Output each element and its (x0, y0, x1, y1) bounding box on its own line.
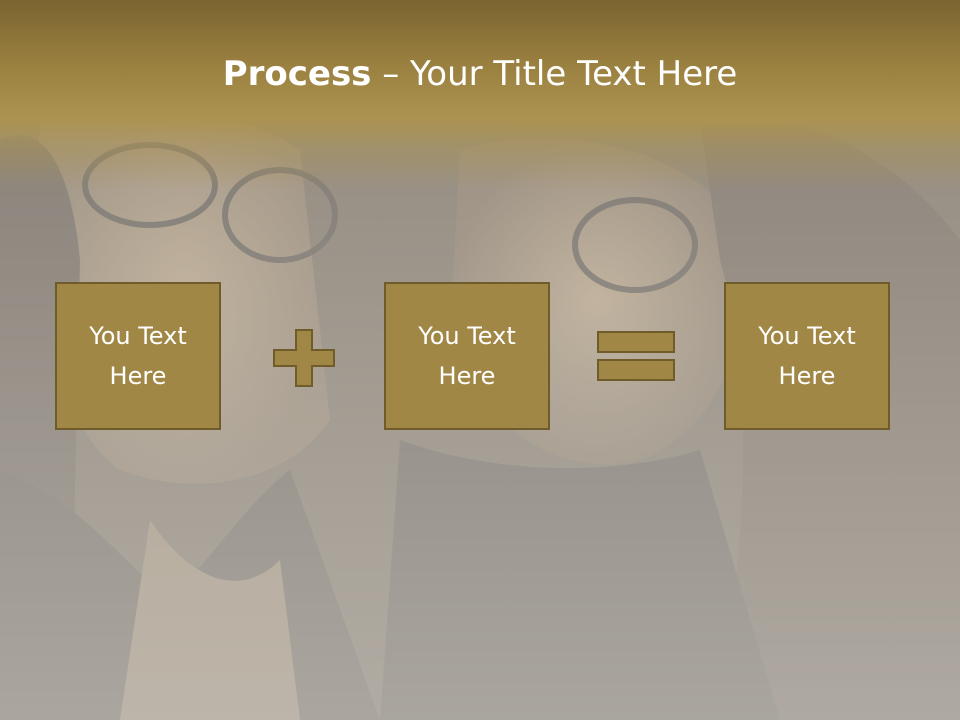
process-box-1[interactable]: You Text Here (55, 282, 221, 430)
process-box-2[interactable]: You Text Here (384, 282, 550, 430)
process-box-3[interactable]: You Text Here (724, 282, 890, 430)
process-box-1-label: You Text Here (89, 322, 187, 390)
title-band (0, 0, 960, 190)
title-rest: – Your Title Text Here (371, 54, 738, 94)
slide-title: Process – Your Title Text Here (0, 52, 960, 96)
process-box-2-label: You Text Here (418, 322, 516, 390)
process-box-3-label: You Text Here (758, 322, 856, 390)
title-bold: Process (222, 54, 372, 94)
plus-icon (273, 329, 335, 387)
equals-icon (597, 331, 675, 381)
